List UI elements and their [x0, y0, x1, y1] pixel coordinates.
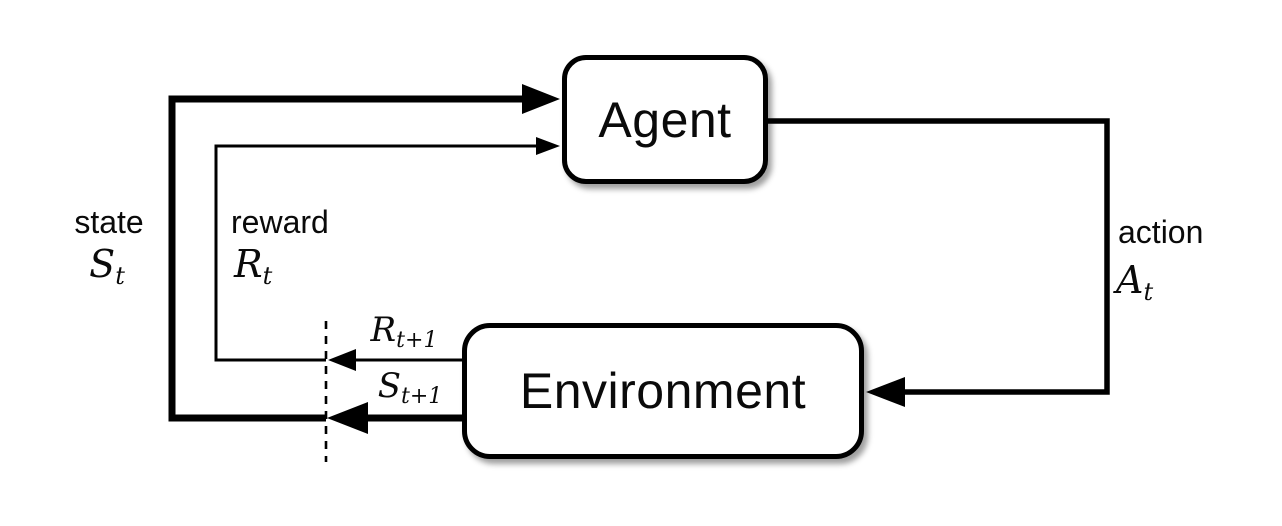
- reward-symbol-label: Rt: [234, 242, 273, 290]
- reward-arrow-line: [214, 144, 539, 362]
- next-reward-arrowhead: [328, 349, 356, 371]
- action-arrowhead: [866, 377, 905, 407]
- reward-arrowhead: [536, 137, 560, 155]
- agent-node-label: Agent: [598, 91, 732, 148]
- action-symbol-label: At: [1116, 258, 1154, 306]
- reward-word-label: reward: [231, 204, 329, 240]
- state-arrowhead: [522, 84, 560, 114]
- next-reward-symbol-label: Rt+1: [370, 310, 438, 353]
- next-state-symbol-label: St+1: [377, 366, 443, 409]
- environment-node-label: Environment: [519, 363, 807, 419]
- action-arrow-line: [767, 118, 1110, 395]
- action-word-label: action: [1118, 214, 1204, 250]
- next-state-arrowhead: [327, 402, 368, 434]
- state-word-label: state: [74, 204, 144, 240]
- environment-node: Environment: [462, 323, 864, 459]
- agent-node: Agent: [562, 55, 768, 184]
- state-symbol-label: St: [89, 242, 125, 290]
- state-arrow-line: [168, 95, 527, 422]
